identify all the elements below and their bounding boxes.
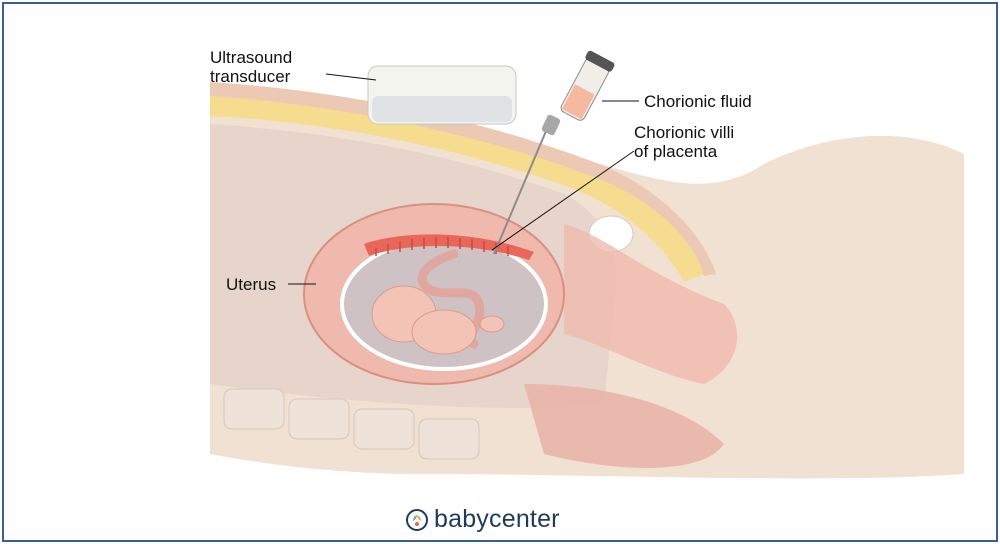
babycenter-logo: babycenter — [406, 505, 560, 534]
chorionic-villi-label-line1: Chorionic villi — [634, 123, 734, 142]
ultrasound-transducer-shape — [368, 66, 516, 124]
babycenter-logo-text: babycenter — [434, 505, 560, 534]
ultrasound-transducer-label-line2: transducer — [210, 67, 290, 86]
ultrasound-transducer-label-line1: Ultrasound — [210, 48, 292, 67]
chorionic-villus-sampling-illustration — [4, 4, 996, 540]
chorionic-fluid-label: Chorionic fluid — [644, 92, 752, 111]
babycenter-leaf-icon — [406, 509, 428, 531]
chorionic-villi-label-line2: of placenta — [634, 142, 717, 161]
uterus-label: Uterus — [226, 275, 276, 294]
